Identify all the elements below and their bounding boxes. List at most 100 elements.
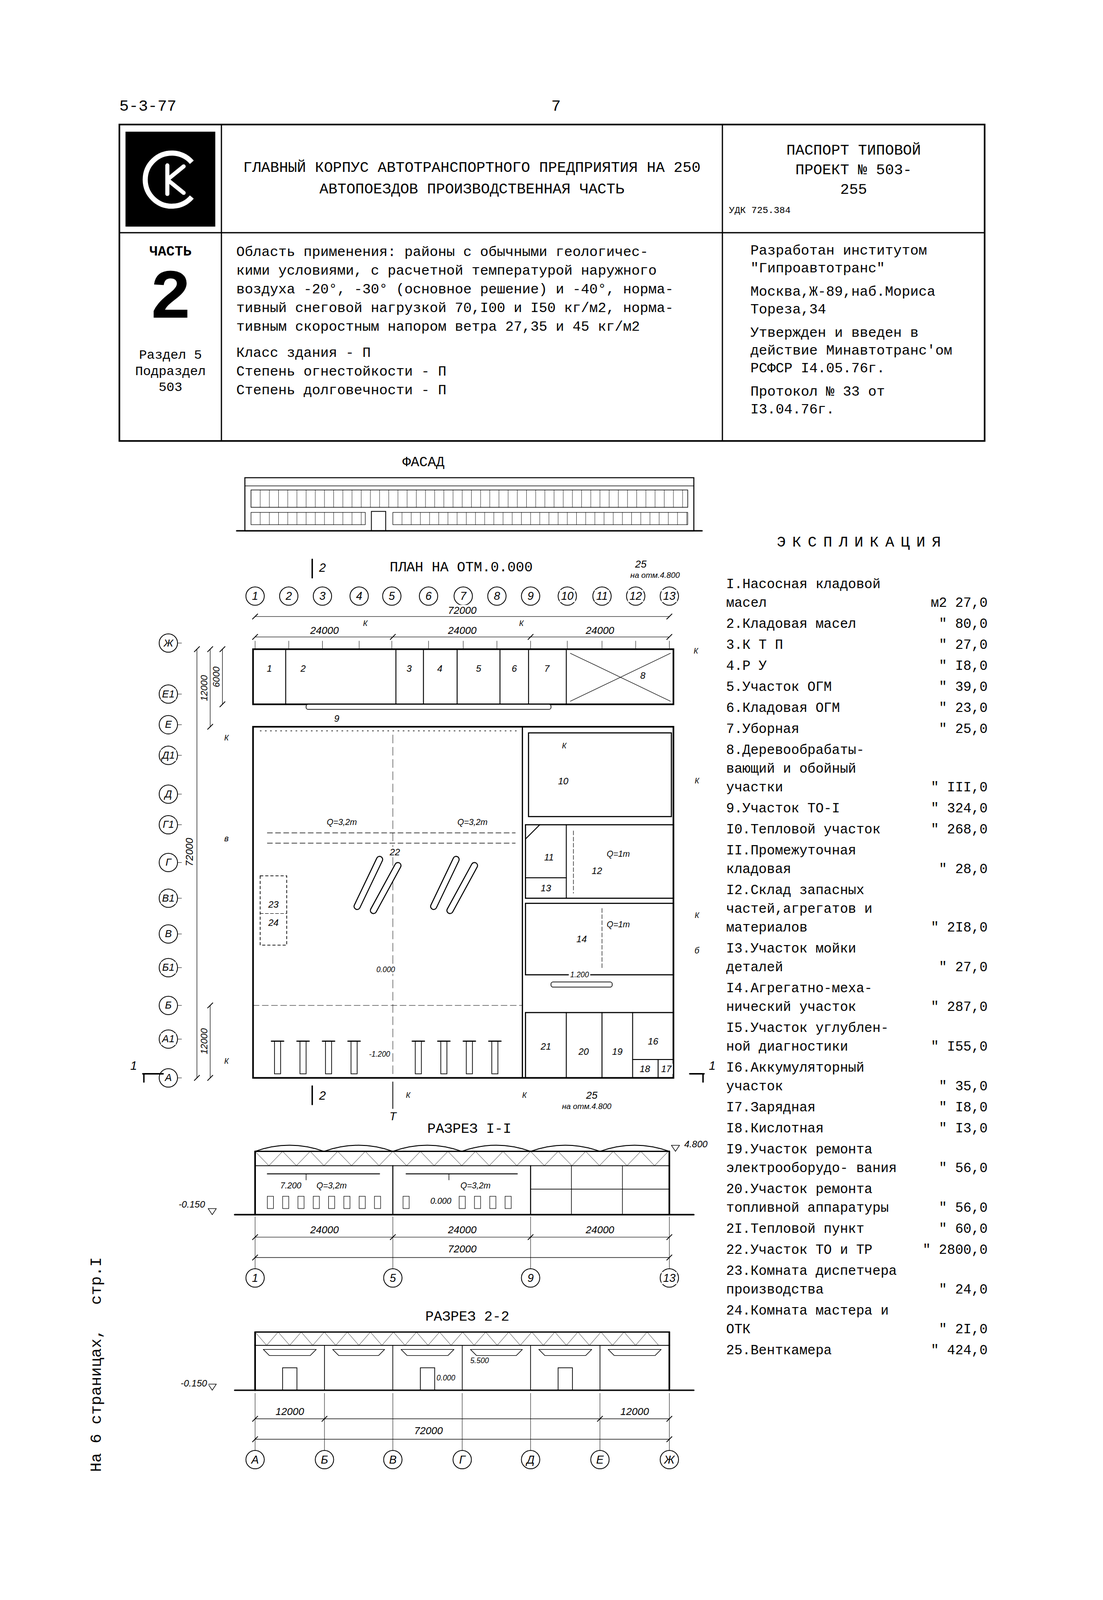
section-line bbox=[689, 1072, 705, 1075]
axis-circle bbox=[419, 586, 438, 605]
crane-symbol bbox=[608, 1349, 662, 1356]
room-area: " 424,0 bbox=[910, 1341, 988, 1360]
axis-label: 9 bbox=[526, 589, 536, 602]
column-row bbox=[260, 730, 519, 732]
room-number: 19 bbox=[610, 1046, 624, 1057]
crane-symbol bbox=[263, 1349, 317, 1356]
partition bbox=[530, 1188, 670, 1189]
room-area: " 25,0 bbox=[910, 720, 988, 739]
room-number: 4 bbox=[435, 663, 444, 674]
wall-line bbox=[254, 1151, 256, 1215]
axis-label: 2 bbox=[284, 589, 294, 602]
room-number: 24 bbox=[266, 917, 280, 928]
crane-beam bbox=[267, 832, 516, 833]
skylight bbox=[392, 1145, 531, 1152]
title-block-cell: ПАСПОРТ ТИПОВОЙ ПРОЕКТ № 503-255УДК 725.… bbox=[722, 124, 985, 233]
inspection-pit bbox=[322, 1039, 335, 1042]
axis-circle bbox=[159, 684, 178, 703]
facade-glazing bbox=[392, 512, 688, 525]
partition bbox=[528, 649, 530, 705]
axis-line bbox=[177, 754, 182, 756]
level-mark: 7.200 bbox=[278, 1180, 303, 1191]
axis-line bbox=[496, 640, 498, 649]
axis-label: 1 bbox=[250, 1271, 260, 1284]
window bbox=[505, 1195, 512, 1209]
title-block-frame bbox=[119, 124, 985, 441]
facade-mullion bbox=[305, 512, 307, 525]
partition bbox=[565, 1012, 567, 1078]
axis-circle bbox=[487, 586, 506, 605]
inspection-pit bbox=[296, 1039, 310, 1042]
dimension-tick bbox=[219, 646, 226, 652]
axis-label: В bbox=[387, 1452, 398, 1465]
facade-mullion bbox=[471, 489, 472, 508]
axis-line bbox=[177, 1004, 182, 1006]
explication-table: I.Насосная кладовой маселм2 27,02.Кладов… bbox=[726, 575, 988, 1363]
table-row: I5.Участок углублен- ной диагностики" I5… bbox=[726, 1018, 988, 1057]
level-mark: 4.800 bbox=[682, 1138, 709, 1149]
dimension: 72000 bbox=[183, 836, 196, 868]
table-row: 6.Кладовая ОГМ" 23,0 bbox=[726, 699, 988, 718]
cell-text: ГЛАВНЫЙ КОРПУС АВТОТРАНСПОРТНОГО ПРЕДПРИ… bbox=[230, 157, 714, 201]
room-name: I5.Участок углублен- ной диагностики bbox=[726, 1018, 911, 1057]
title-block-rule bbox=[220, 124, 223, 441]
axis-circle bbox=[159, 853, 178, 872]
axis-line bbox=[288, 640, 290, 649]
ramp bbox=[450, 865, 475, 911]
axis-label: В1 bbox=[160, 892, 177, 904]
facade-mullion bbox=[397, 489, 399, 508]
axis-line bbox=[177, 967, 182, 968]
axis-circle bbox=[159, 924, 178, 943]
inspection-pit bbox=[463, 1039, 476, 1042]
dimension-tick bbox=[528, 634, 534, 640]
axis-circle bbox=[349, 586, 368, 605]
axis-circle bbox=[279, 586, 298, 605]
inspection-pit bbox=[412, 1039, 425, 1042]
room-area: " 2I,0 bbox=[910, 1320, 988, 1339]
facade-mullion bbox=[429, 512, 430, 525]
axis-line bbox=[462, 640, 464, 649]
cell-text: Москва,Ж-89,наб.Мориса Тореза,34 bbox=[750, 282, 963, 319]
cell-text: ПАСПОРТ ТИПОВОЙ ПРОЕКТ № 503-255 bbox=[785, 141, 922, 200]
facade-mullion bbox=[466, 512, 467, 525]
crane-symbol bbox=[332, 1349, 385, 1356]
inspection-pit bbox=[488, 1039, 502, 1042]
facade-mullion bbox=[351, 489, 353, 508]
table-row: I9.Участок ремонта электрооборудо- вания… bbox=[726, 1140, 988, 1178]
facade-glazing bbox=[251, 489, 688, 508]
crane-hook bbox=[305, 1173, 307, 1180]
level-mark: 1.200 bbox=[568, 970, 591, 979]
room-name: I7.Зарядная bbox=[726, 1098, 911, 1118]
room-name: I4.Агрегатно-меха- нический участок bbox=[726, 979, 911, 1017]
axis-label: А bbox=[249, 1452, 261, 1465]
facade-mullion bbox=[401, 512, 403, 525]
partition bbox=[525, 824, 540, 839]
column-axis bbox=[392, 734, 394, 1074]
ground-line bbox=[234, 1388, 694, 1391]
facade-mullion bbox=[447, 512, 449, 525]
axis-line bbox=[601, 640, 603, 649]
axis-line bbox=[254, 640, 256, 649]
axis-circle bbox=[382, 586, 401, 605]
room-number: 18 bbox=[638, 1063, 652, 1074]
room-number: 7 bbox=[543, 663, 552, 674]
room-name: I.Насосная кладовой масел bbox=[726, 575, 911, 613]
dimension-line bbox=[254, 1236, 670, 1238]
column-line bbox=[599, 1344, 601, 1390]
axis-circle bbox=[660, 586, 679, 605]
section-line bbox=[142, 1072, 164, 1075]
margin-note: На 6 страницах, bbox=[88, 1328, 106, 1472]
dimension-tick bbox=[207, 1002, 213, 1008]
title-block-cell: ГЛАВНЫЙ КОРПУС АВТОТРАНСПОРТНОГО ПРЕДПРИ… bbox=[221, 124, 723, 233]
room-name: 24.Комната мастера и ОТК bbox=[726, 1301, 911, 1339]
table-row: 22.Участок ТО и ТР" 2800,0 bbox=[726, 1240, 988, 1260]
facade-mullion bbox=[516, 489, 518, 508]
axis-circle bbox=[521, 586, 540, 605]
axis-label: 4 bbox=[354, 589, 364, 602]
axis-label: Д bbox=[163, 788, 174, 800]
window bbox=[474, 1195, 481, 1209]
room-area: " 287,0 bbox=[910, 997, 988, 1017]
axis-line bbox=[669, 640, 670, 649]
table-row: I3.Участок мойки деталей" 27,0 bbox=[726, 939, 988, 977]
